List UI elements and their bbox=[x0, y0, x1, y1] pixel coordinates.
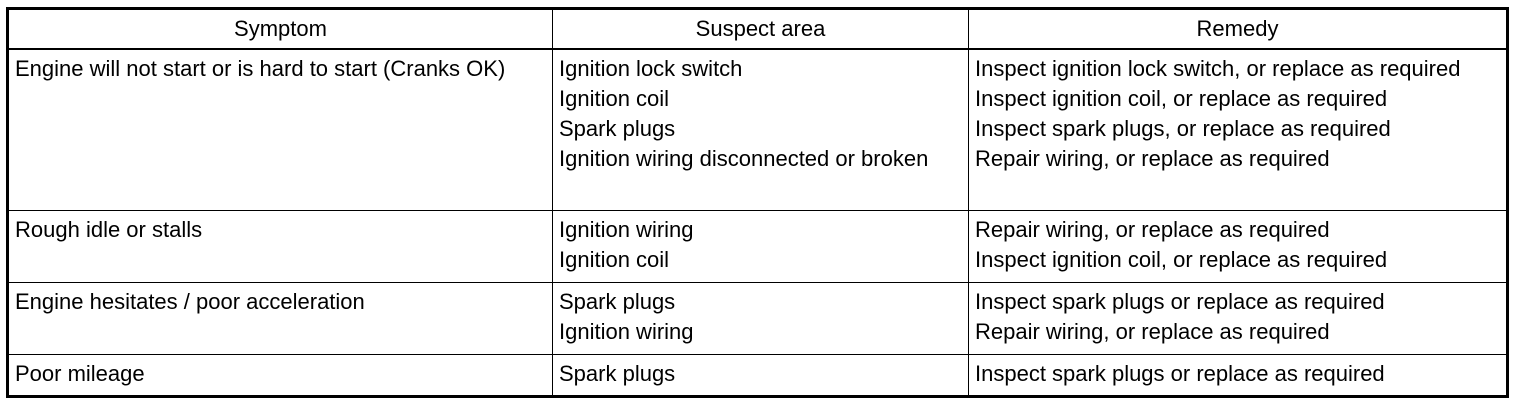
suspect-item: Ignition wiring disconnected or broken bbox=[559, 146, 929, 171]
table-row: Poor mileage Spark plugs Inspect spark p… bbox=[7, 353, 1508, 397]
header-remedy: Remedy bbox=[968, 8, 1508, 50]
remedy-item: Repair wiring, or replace as required bbox=[975, 216, 1330, 242]
symptom-text: Poor mileage bbox=[15, 360, 145, 386]
remedy-item: Inspect ignition coil, or replace as req… bbox=[975, 246, 1388, 272]
table-row: Engine hesitates / poor acceleration Spa… bbox=[7, 281, 1508, 355]
remedy-item: Inspect spark plugs, or replace as requi… bbox=[975, 116, 1391, 141]
suspect-item: Ignition coil bbox=[559, 246, 670, 272]
suspect-area-cell: Ignition wiring Ignition coil bbox=[552, 209, 969, 283]
symptom-cell: Engine hesitates / poor acceleration bbox=[7, 281, 553, 355]
symptom-text: Rough idle or stalls bbox=[15, 216, 203, 242]
table-row: Engine will not start or is hard to star… bbox=[7, 48, 1508, 211]
suspect-area-cell: Ignition lock switch Ignition coil Spark… bbox=[552, 48, 969, 211]
suspect-item: Ignition coil bbox=[559, 86, 670, 111]
remedy-item: Inspect spark plugs or replace as requir… bbox=[975, 360, 1385, 386]
troubleshooting-table: Symptom Suspect area Remedy Engine will … bbox=[6, 7, 1509, 398]
remedy-cell: Repair wiring, or replace as required In… bbox=[968, 209, 1508, 283]
remedy-item: Inspect spark plugs or replace as requir… bbox=[975, 288, 1385, 314]
troubleshooting-table-wrapper: Symptom Suspect area Remedy Engine will … bbox=[6, 7, 1509, 398]
remedy-item: Repair wiring, or replace as required bbox=[975, 146, 1330, 171]
symptom-cell: Rough idle or stalls bbox=[7, 209, 553, 283]
suspect-item: Ignition wiring bbox=[559, 216, 694, 242]
suspect-item: Spark plugs bbox=[559, 360, 676, 386]
remedy-item: Inspect ignition coil, or replace as req… bbox=[975, 86, 1388, 111]
suspect-item: Spark plugs bbox=[559, 116, 676, 141]
suspect-item: Ignition lock switch bbox=[559, 56, 743, 81]
suspect-item: Spark plugs bbox=[559, 288, 676, 314]
remedy-item: Repair wiring, or replace as required bbox=[975, 318, 1330, 344]
remedy-cell: Inspect spark plugs or replace as requir… bbox=[968, 353, 1508, 397]
header-symptom: Symptom bbox=[7, 8, 553, 50]
symptom-text: Engine hesitates / poor acceleration bbox=[15, 288, 365, 314]
suspect-area-cell: Spark plugs Ignition wiring bbox=[552, 281, 969, 355]
table-row: Rough idle or stalls Ignition wiring Ign… bbox=[7, 209, 1508, 283]
remedy-cell: Inspect ignition lock switch, or replace… bbox=[968, 48, 1508, 211]
suspect-area-cell: Spark plugs bbox=[552, 353, 969, 397]
symptom-cell: Engine will not start or is hard to star… bbox=[7, 48, 553, 211]
header-suspect-area: Suspect area bbox=[552, 8, 969, 50]
remedy-cell: Inspect spark plugs or replace as requir… bbox=[968, 281, 1508, 355]
remedy-item: Inspect ignition lock switch, or replace… bbox=[975, 56, 1461, 81]
symptom-cell: Poor mileage bbox=[7, 353, 553, 397]
symptom-text: Engine will not start or is hard to star… bbox=[15, 56, 506, 81]
suspect-item: Ignition wiring bbox=[559, 318, 694, 344]
header-row: Symptom Suspect area Remedy bbox=[7, 8, 1508, 50]
